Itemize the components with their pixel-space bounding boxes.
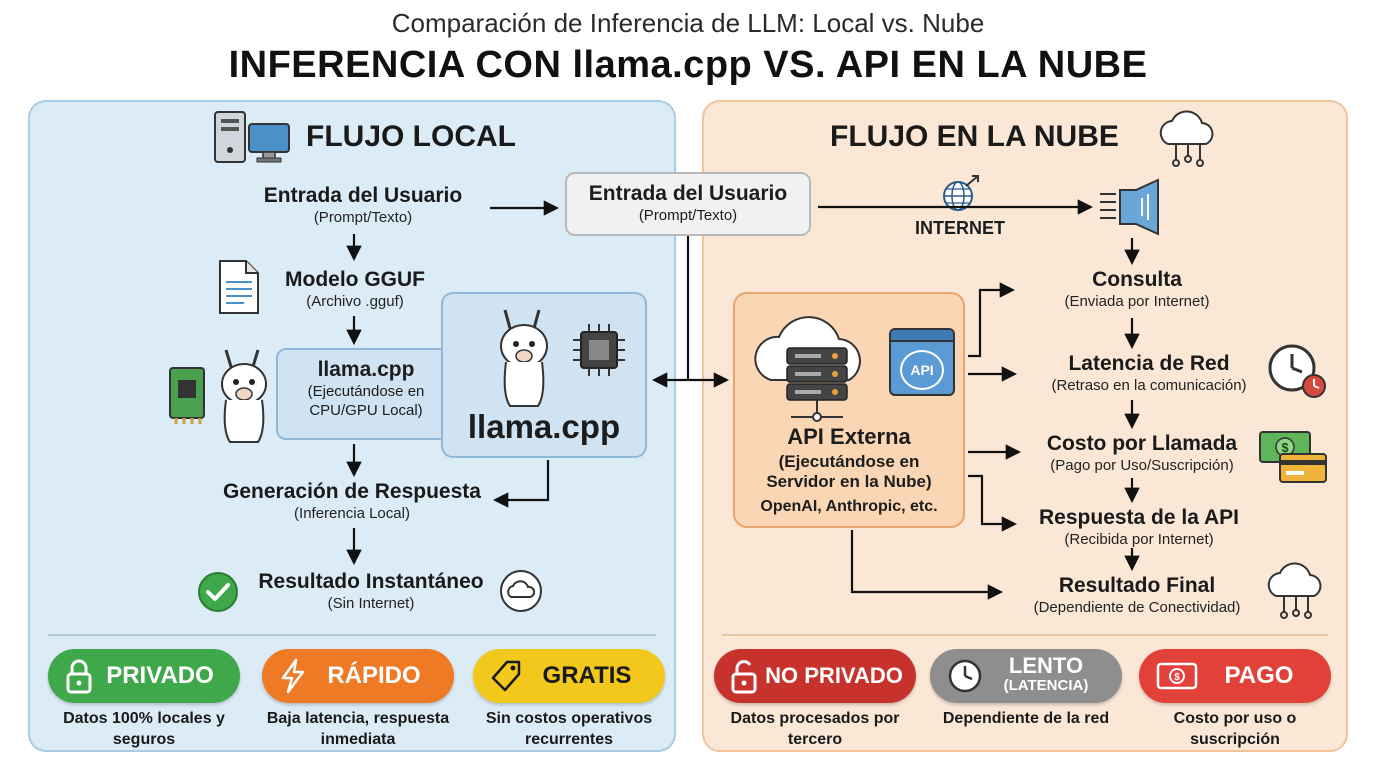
unlock-icon	[731, 660, 757, 694]
cloud-step-final-result: Resultado Final (Dependiente de Conectiv…	[1033, 574, 1241, 616]
globe-icon	[943, 175, 979, 211]
internet-label: INTERNET	[915, 218, 1005, 238]
cloud-server-icon	[754, 316, 861, 422]
badge-slow-desc: Dependiente de la red	[942, 710, 1110, 727]
page-title: INFERENCIA CON llama.cpp VS. API EN LA N…	[228, 44, 1148, 86]
check-circle-icon	[198, 572, 238, 612]
clock-icon	[948, 659, 982, 693]
cloud-step-query: Consulta (Enviada por Internet)	[1064, 268, 1210, 310]
badge-paid-desc: Costo por uso o suscripción	[1173, 710, 1297, 748]
cloud-network-icon	[1267, 562, 1322, 619]
instant-result-node: Resultado Instantáneo (Sin Internet)	[258, 570, 484, 612]
cloud-flow-title: FLUJO EN LA NUBE	[830, 120, 1119, 153]
document-file-icon	[219, 260, 259, 314]
money-card-icon: $	[1259, 431, 1327, 483]
cloud-network-icon	[1159, 110, 1214, 167]
llama-icon	[500, 309, 548, 407]
svg-text:$: $	[1174, 672, 1180, 683]
cloud-step-cost: Costo por Llamada (Pago por Uso/Suscripc…	[1046, 432, 1238, 474]
gpu-board-icon	[169, 367, 205, 424]
external-api-providers: OpenAI, Anthropic, etc.	[760, 498, 938, 515]
external-api-box: API API Externa (Ejecutándose en Servido…	[733, 292, 965, 528]
api-badge-icon: API	[889, 328, 955, 396]
llama-cpp-engine-label: llama.cpp	[467, 408, 621, 445]
svg-text:$: $	[1281, 440, 1289, 455]
lock-icon	[66, 659, 92, 694]
local-input-node: Entrada del Usuario (Prompt/Texto)	[263, 184, 463, 226]
desktop-computer-icon	[214, 111, 290, 163]
cpu-chip-icon	[573, 324, 625, 376]
local-divider	[48, 634, 656, 636]
llama-icon	[221, 349, 267, 443]
gguf-model-node: Modelo GGUF (Archivo .gguf)	[285, 268, 425, 310]
lightning-icon	[281, 658, 305, 694]
shared-input-box: Entrada del Usuario (Prompt/Texto)	[565, 172, 811, 236]
badge-not-private: NO PRIVADO	[714, 649, 916, 703]
cloud-step-api-response: Respuesta de la API (Recibida por Intern…	[1039, 506, 1239, 548]
local-flow-title: FLUJO LOCAL	[306, 120, 516, 153]
badge-fast-desc: Baja latencia, respuesta inmediata	[266, 710, 450, 748]
badge-free-desc: Sin costos operativos recurrentes	[485, 710, 653, 748]
llama-cpp-local-box: llama.cpp (Ejecutándose en CPU/GPU Local…	[276, 348, 456, 440]
cloud-divider	[722, 634, 1328, 636]
cloud-step-latency: Latencia de Red (Retraso en la comunicac…	[1051, 352, 1247, 394]
badge-paid: $ PAGO	[1139, 649, 1331, 703]
badge-not-private-desc: Datos procesados por tercero	[730, 710, 900, 748]
clock-icon	[1268, 344, 1326, 398]
external-api-subtitle: (Ejecutándose en Servidor en la Nube)	[766, 452, 932, 491]
generation-node: Generación de Respuesta (Inferencia Loca…	[223, 480, 481, 522]
badge-private: PRIVADO	[48, 649, 240, 703]
network-gateway-icon	[1100, 178, 1159, 236]
badge-private-desc: Datos 100% locales y seguros	[63, 710, 225, 748]
badge-slow: LENTO (LATENCIA)	[930, 649, 1122, 703]
offline-cloud-icon	[500, 570, 542, 612]
llama-cpp-engine-box: llama.cpp	[441, 292, 647, 458]
price-tag-icon	[491, 660, 521, 692]
badge-fast: RÁPIDO	[262, 649, 454, 703]
external-api-title: API Externa	[787, 424, 911, 449]
money-icon: $	[1156, 662, 1198, 690]
page-subtitle: Comparación de Inferencia de LLM: Local …	[391, 8, 985, 38]
badge-free: GRATIS	[473, 649, 665, 703]
